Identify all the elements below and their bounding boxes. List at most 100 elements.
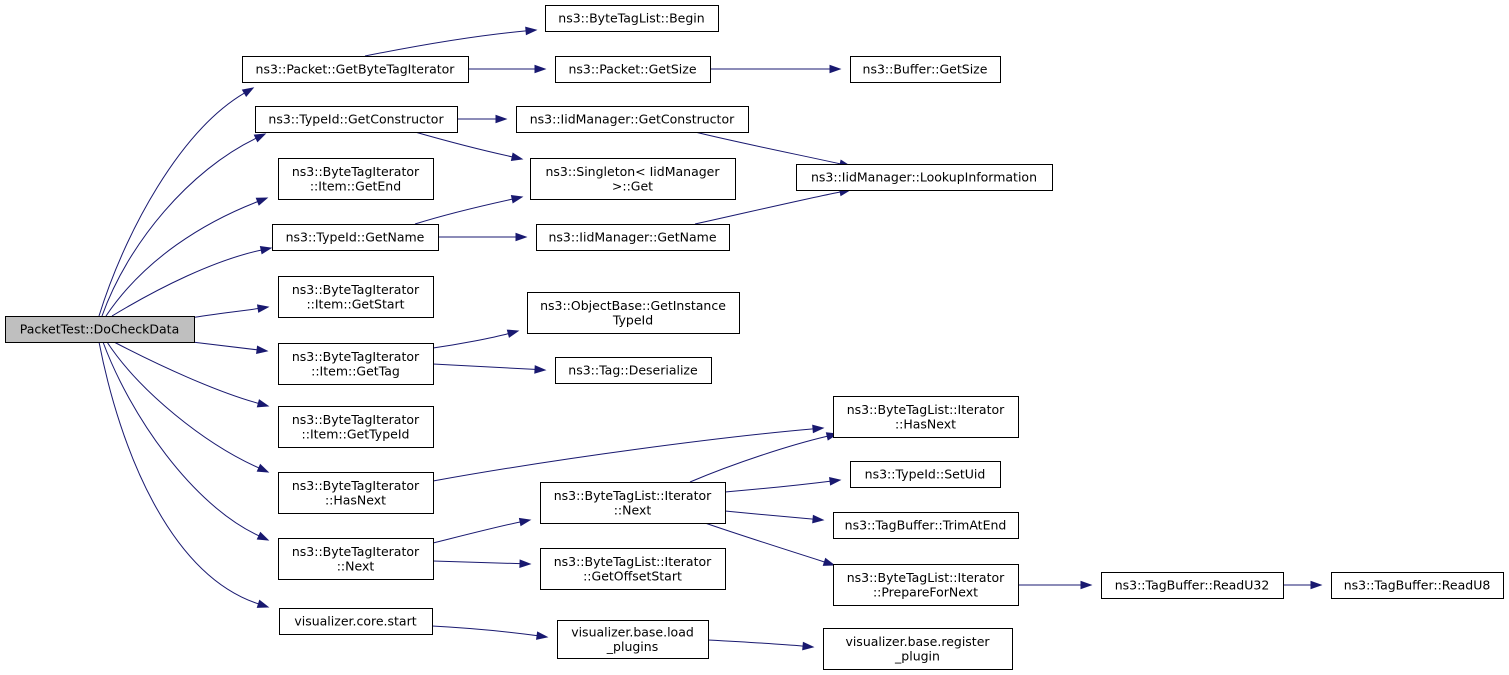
edge-root-to-bti_item_getend [105, 197, 269, 317]
nodes-layer: PacketTest::DoCheckData ns3::Packet::GetB… [5, 5, 1504, 670]
node-tb-trim[interactable]: ns3::TagBuffer::TrimAtEnd [833, 512, 1019, 539]
node-tag-deser[interactable]: ns3::Tag::Deserialize [555, 357, 712, 384]
node-label: ns3::Packet::GetSize [568, 62, 696, 77]
node-label: ns3::Buffer::GetSize [863, 62, 988, 77]
node-label: ns3::TypeId::SetUid [865, 467, 986, 482]
node-bti-item-getstart[interactable]: ns3::ByteTagIterator::Item::GetStart [278, 276, 434, 318]
node-btli-next[interactable]: ns3::ByteTagList::Iterator::Next [540, 482, 726, 524]
node-vis-base-reg[interactable]: visualizer.base.register_plugin [823, 628, 1013, 670]
edge-line [101, 137, 257, 317]
node-iid-lookup[interactable]: ns3::IidManager::LookupInformation [796, 164, 1053, 191]
edge-root-to-bti_next [102, 341, 270, 541]
node-label: ::Item::GetEnd [310, 178, 401, 193]
node-bti-item-gettypeid[interactable]: ns3::ByteTagIterator::Item::GetTypeId [278, 406, 434, 448]
node-vis-base-load[interactable]: visualizer.base.load_plugins [557, 620, 709, 659]
node-label: ::Next [614, 502, 652, 517]
node-pkt-getsize[interactable]: ns3::Packet::GetSize [555, 56, 711, 83]
node-btl-begin[interactable]: ns3::ByteTagList::Begin [545, 5, 719, 32]
arrowhead [1080, 580, 1093, 590]
node-bti-item-getend[interactable]: ns3::ByteTagIterator::Item::GetEnd [278, 158, 434, 200]
node-bti-hasnext[interactable]: ns3::ByteTagIterator::HasNext [278, 472, 434, 514]
edge-tid_gc-to-singleton_get [414, 131, 524, 161]
arrowhead [253, 133, 267, 143]
arrowhead [536, 631, 549, 640]
node-btli-gos[interactable]: ns3::ByteTagList::Iterator::GetOffsetSta… [540, 548, 726, 590]
edge-line [364, 30, 527, 57]
node-pkt-gbti[interactable]: ns3::Packet::GetByteTagIterator [242, 56, 469, 83]
edge-root-to-bti_item_gettypeid [113, 341, 270, 408]
edge-root-to-tid_gc [101, 133, 267, 317]
edge-btli_next-to-tb_trim [724, 510, 825, 524]
node-label: ns3::ByteTagIterator [292, 544, 420, 559]
node-label: ns3::ByteTagIterator [292, 349, 420, 364]
arrowhead [812, 514, 825, 524]
node-box [279, 608, 433, 635]
edge-line [694, 131, 841, 165]
node-box [278, 158, 434, 200]
node-box [278, 472, 434, 514]
edge-line [98, 92, 245, 317]
node-btli-hasnext[interactable]: ns3::ByteTagList::Iterator::HasNext [833, 396, 1019, 438]
node-label: ns3::ByteTagList::Iterator [554, 554, 712, 569]
edge-bti_next-to-btli_gos [432, 559, 532, 568]
node-label: _plugins [606, 639, 658, 654]
edge-line [113, 341, 259, 404]
node-bti-next[interactable]: ns3::ByteTagIterator::Next [278, 538, 434, 580]
node-singleton-get[interactable]: ns3::Singleton< IidManager>::Get [530, 158, 736, 200]
node-iid-gn[interactable]: ns3::IidManager::GetName [536, 224, 730, 251]
node-tid-gc[interactable]: ns3::TypeId::GetConstructor [255, 106, 458, 133]
edge-line [432, 521, 521, 544]
node-box [555, 56, 711, 83]
node-box [833, 396, 1019, 438]
edge-line [191, 341, 258, 351]
node-box [5, 316, 195, 343]
edge-btli_next-to-btli_pfn [704, 522, 836, 566]
edge-bti_next-to-btli_next [432, 517, 532, 544]
edge-line [704, 522, 825, 563]
edge-root-to-bti_item_gettag [191, 341, 269, 355]
node-buf-getsize[interactable]: ns3::Buffer::GetSize [850, 56, 1001, 83]
arrowhead [256, 399, 270, 408]
node-box [1331, 572, 1504, 599]
edge-root-to-pkt_gbti [98, 87, 255, 317]
node-label: ::Item::GetStart [306, 296, 404, 311]
edge-line [189, 308, 259, 319]
node-box [823, 628, 1013, 670]
node-label: _plugin [894, 648, 940, 663]
arrowhead [812, 424, 825, 434]
node-bti-item-gettag[interactable]: ns3::ByteTagIterator::Item::GetTag [278, 343, 434, 385]
node-label: ::PrepareForNext [873, 584, 978, 599]
node-tid-setuid[interactable]: ns3::TypeId::SetUid [850, 461, 1001, 488]
node-tb-readu32[interactable]: ns3::TagBuffer::ReadU32 [1101, 572, 1284, 599]
node-label: ns3::ByteTagIterator [292, 478, 420, 493]
node-label: ns3::ByteTagIterator [292, 412, 420, 427]
node-box [796, 164, 1053, 191]
arrowhead [829, 477, 842, 486]
arrowhead [510, 195, 524, 204]
node-box [278, 343, 434, 385]
arrowhead [802, 641, 815, 651]
node-vis-core-start[interactable]: visualizer.core.start [279, 608, 433, 635]
node-label: PacketTest::DoCheckData [20, 322, 180, 337]
node-root[interactable]: PacketTest::DoCheckData [5, 316, 195, 343]
arrowhead [256, 599, 270, 608]
arrowhead [515, 232, 528, 242]
edge-line [111, 249, 262, 317]
node-tb-readu8[interactable]: ns3::TagBuffer::ReadU8 [1331, 572, 1504, 599]
arrowhead [241, 87, 255, 98]
node-label: ::HasNext [895, 416, 956, 431]
node-label: ns3::IidManager::GetConstructor [530, 112, 735, 127]
edge-line [724, 480, 831, 493]
node-tid-gn[interactable]: ns3::TypeId::GetName [272, 224, 439, 251]
edge-line [432, 428, 814, 482]
node-label: visualizer.base.load [571, 624, 694, 639]
node-label: ns3::ByteTagIterator [292, 282, 420, 297]
edge-bti_hasnext-to-btli_hasnext [432, 424, 825, 482]
node-label: ns3::TypeId::GetConstructor [268, 112, 444, 127]
edge-line [431, 625, 538, 637]
node-btli-pfn[interactable]: ns3::ByteTagList::Iterator::PrepareForNe… [833, 564, 1019, 606]
node-box [536, 224, 730, 251]
node-iid-gc[interactable]: ns3::IidManager::GetConstructor [516, 106, 749, 133]
